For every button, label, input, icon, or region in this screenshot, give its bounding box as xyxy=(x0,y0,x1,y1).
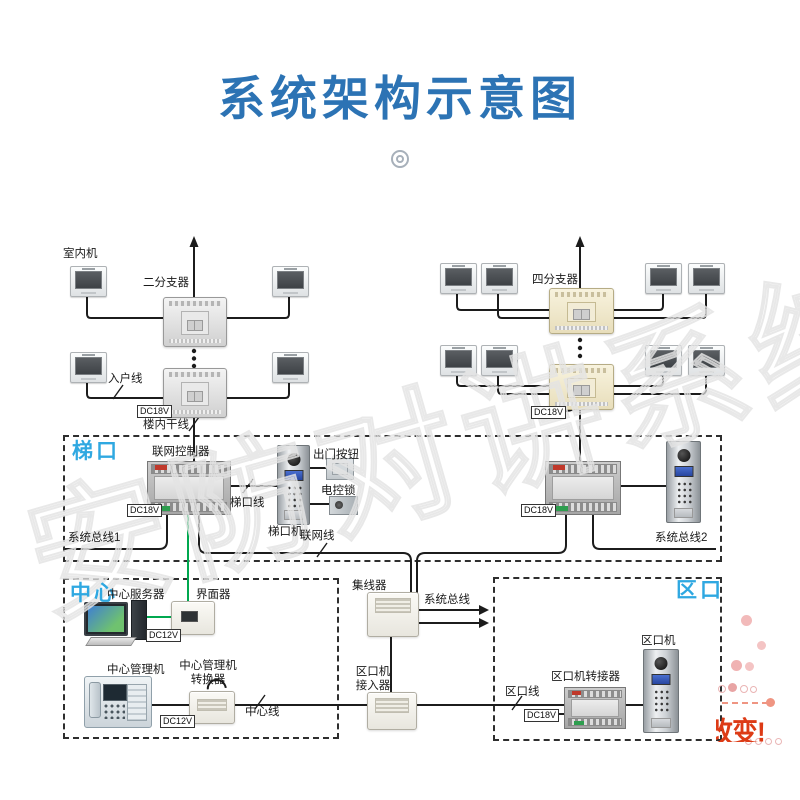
qukou-zone-label: 区口 xyxy=(676,579,724,602)
indoor-unit-label: 室内机 xyxy=(63,248,98,260)
pink-dot-decoration xyxy=(745,662,754,671)
dots-decoration xyxy=(745,738,782,745)
dc18v-label: DC18V xyxy=(531,406,567,419)
arrowheads-and-dots xyxy=(189,236,585,628)
electric-lock-label: 电控锁 xyxy=(321,485,356,497)
pink-dot-decoration xyxy=(731,660,742,671)
center-server-label: 中心服务器 xyxy=(107,589,165,601)
indoor-monitor xyxy=(481,345,518,376)
pink-dot-decoration xyxy=(757,641,766,650)
center-management-device xyxy=(84,676,152,728)
two-way-splitter-device xyxy=(163,368,227,418)
qukou-zone-box xyxy=(493,577,722,741)
exit-button-device xyxy=(326,458,354,480)
four-way-splitter-label: 四分支器 xyxy=(532,274,578,286)
tikou-line-label: 梯口线 xyxy=(230,497,265,509)
tikou-station-label: 梯口机 xyxy=(268,526,303,538)
pink-ring-decoration xyxy=(718,685,726,693)
system-bus-2-label: 系统总线2 xyxy=(655,532,708,544)
network-controller-device xyxy=(545,461,621,515)
tikou-zone-box xyxy=(63,435,722,562)
pink-ring-decoration xyxy=(740,685,748,693)
management-converter-device xyxy=(189,674,235,724)
network-controller-device xyxy=(147,461,231,515)
dc18v-label: DC18V xyxy=(127,504,163,517)
two-way-splitter-label: 二分支器 xyxy=(143,277,189,289)
red-stamp-text: 改变! xyxy=(716,715,766,742)
green-wires xyxy=(146,513,189,618)
network-line-left xyxy=(198,513,412,596)
indoor-monitor xyxy=(272,352,309,383)
qukou-adapter-device xyxy=(564,687,626,729)
qukou-station-label: 区口机 xyxy=(641,635,676,647)
building-trunk-label: 楼内干线 xyxy=(143,419,189,431)
dc18v-label: DC18V xyxy=(521,504,557,517)
indoor-monitor xyxy=(645,345,682,376)
dc18v-label: DC18V xyxy=(524,709,560,722)
center-server-device xyxy=(84,600,148,646)
qukou-access-label: 区口机 接入器 xyxy=(355,666,391,692)
four-way-splitter-device xyxy=(549,288,614,334)
system-bus-2-line xyxy=(592,513,716,550)
network-line-right xyxy=(416,513,567,596)
electric-lock-device xyxy=(329,496,358,515)
indoor-monitor xyxy=(70,266,107,297)
tikou-door-station-device xyxy=(666,441,701,523)
tikou-door-station-device xyxy=(277,445,310,525)
indoor-monitor xyxy=(272,266,309,297)
hub-label: 集线器 xyxy=(352,580,387,592)
slash-marks xyxy=(112,384,523,711)
system-bus-1-label: 系统总线1 xyxy=(68,532,121,544)
management-converter-label: 中心管理机 转换器 xyxy=(179,660,237,686)
arrow-right-icon xyxy=(479,618,489,628)
indoor-monitor xyxy=(481,263,518,294)
system-bus-1-line xyxy=(65,513,168,550)
arrow-up-icon xyxy=(189,236,199,247)
center-zone-box xyxy=(63,578,339,739)
indoor-monitor xyxy=(70,352,107,383)
qukou-access-device xyxy=(367,692,417,730)
tikou-zone-label: 梯口 xyxy=(72,440,120,463)
center-management-label: 中心管理机 xyxy=(107,664,165,676)
qukou-door-station-device xyxy=(643,649,679,733)
center-line-label: 中心线 xyxy=(245,706,280,718)
two-way-splitter-device xyxy=(163,297,227,347)
red-dashed-line-decoration xyxy=(722,702,768,704)
arrow-right-icon xyxy=(479,605,489,615)
center-zone-label: 中心 xyxy=(70,582,118,605)
indoor-monitor xyxy=(688,263,725,294)
network-line-label: 联网线 xyxy=(300,530,335,542)
system-bus-label: 系统总线 xyxy=(424,594,470,606)
exit-button-label: 出门按钮 xyxy=(313,449,359,461)
arrow-up-icon xyxy=(575,236,585,247)
pink-dot-decoration xyxy=(741,615,752,626)
black-wires xyxy=(65,243,716,722)
entry-line-label: 入户线 xyxy=(108,373,143,385)
dc12v-label: DC12V xyxy=(160,715,196,728)
indoor-monitor xyxy=(440,263,477,294)
network-controller-label: 联网控制器 xyxy=(152,446,210,458)
pink-dot-decoration xyxy=(728,683,737,692)
bullseye-icon xyxy=(391,150,409,168)
red-dot-decoration xyxy=(766,698,775,707)
pink-ring-decoration xyxy=(750,686,757,693)
indoor-monitor xyxy=(440,345,477,376)
indoor-monitor xyxy=(645,263,682,294)
dc18v-label: DC18V xyxy=(137,405,173,418)
dc12v-label: DC12V xyxy=(146,629,182,642)
qukou-adapter-label: 区口机转接器 xyxy=(551,671,620,683)
interface-device-label: 界面器 xyxy=(196,589,231,601)
qukou-line-label: 区口线 xyxy=(505,686,540,698)
page-title: 系统架构示意图 xyxy=(218,72,582,125)
indoor-monitor xyxy=(688,345,725,376)
four-way-splitter-device xyxy=(549,364,614,410)
hub-device xyxy=(367,592,419,637)
